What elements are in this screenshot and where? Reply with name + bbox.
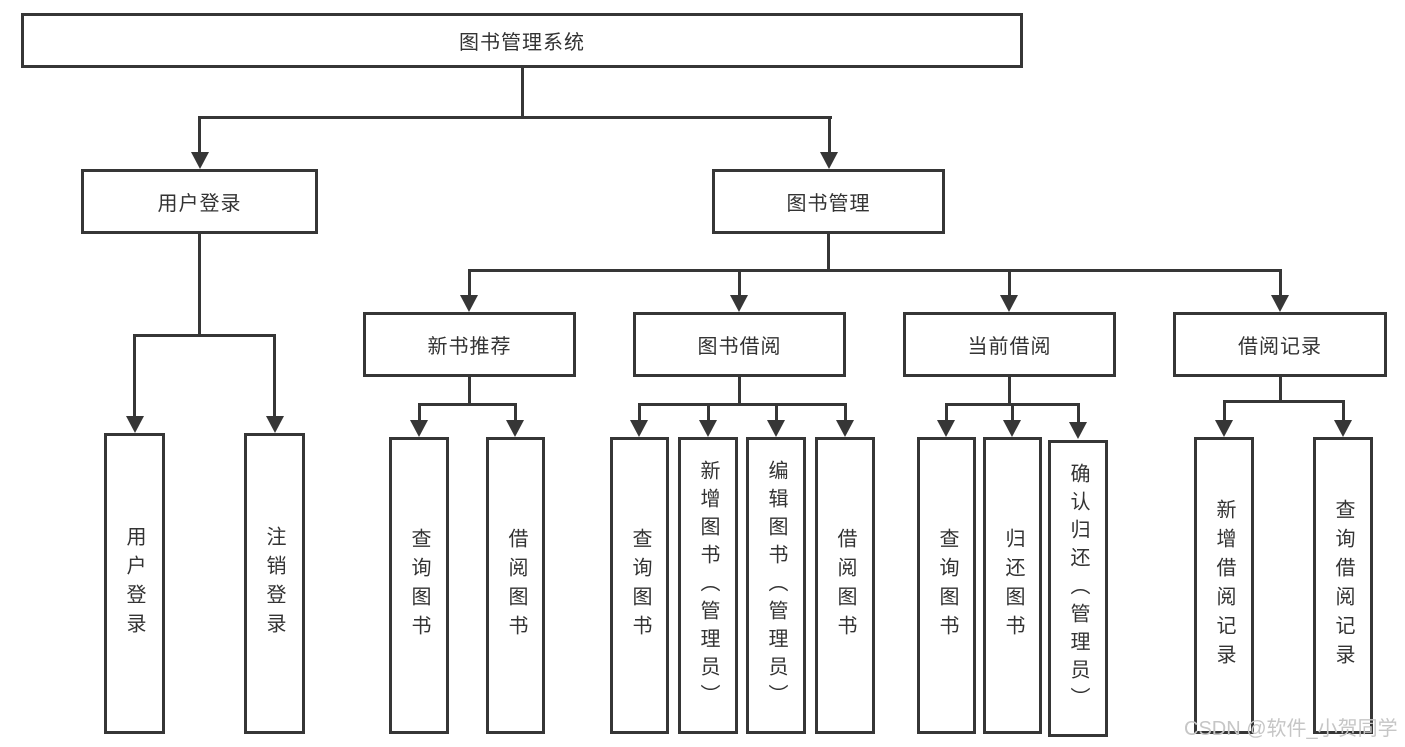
connector-stem (707, 403, 710, 422)
arrow-down-icon (699, 420, 717, 437)
node-new-book-recommend: 新书推荐 (363, 312, 576, 377)
leaf-label: 查询借阅记录 (1332, 498, 1354, 673)
arrow-down-icon (820, 152, 838, 169)
arrow-down-icon (836, 420, 854, 437)
node-query-books-recommend: 查询图书 (389, 437, 449, 734)
node-book-management: 图书管理 (712, 169, 945, 234)
connector-stem (844, 403, 847, 422)
node-logout: 注销登录 (244, 433, 305, 734)
connector-stem (945, 403, 948, 422)
connector-stem-current-borrow (1008, 269, 1011, 297)
connector-user-login-stem (198, 232, 201, 337)
connector-book-borrow-bus (638, 403, 847, 406)
connector-book-management-stem (827, 232, 830, 272)
connector-book-borrow-stem (738, 375, 741, 406)
node-return-books: 归还图书 (983, 437, 1042, 734)
node-query-books-current: 查询图书 (917, 437, 976, 734)
arrow-down-icon (730, 295, 748, 312)
arrow-down-icon (767, 420, 785, 437)
arrow-down-icon (1069, 422, 1087, 439)
connector-stem-logout (273, 334, 276, 417)
node-borrow-books: 借阅图书 (815, 437, 875, 734)
leaf-label: 新增借阅记录 (1213, 498, 1235, 673)
arrow-down-icon (937, 420, 955, 437)
connector-borrow-records-bus (1223, 400, 1345, 403)
connector-stem (1223, 400, 1226, 422)
leaf-label: 编辑图书（管理员） (765, 459, 787, 712)
arrow-down-icon (126, 416, 144, 433)
connector-stem (1342, 400, 1345, 422)
arrow-down-icon (191, 152, 209, 169)
leaf-label: 借阅图书 (834, 527, 856, 644)
connector-root-bus (198, 116, 832, 119)
arrow-down-icon (266, 416, 284, 433)
connector-stem (418, 403, 421, 422)
leaf-label: 用户登录 (123, 525, 145, 642)
leaf-label: 借阅图书 (505, 527, 527, 644)
leaf-label: 确认归还（管理员） (1067, 462, 1089, 715)
arrow-down-icon (1271, 295, 1289, 312)
node-add-books-admin: 新增图书（管理员） (678, 437, 738, 734)
connector-stem-book-borrow (738, 269, 741, 297)
connector-stem-login (133, 334, 136, 417)
connector-user-login-bus (133, 334, 276, 337)
leaf-label: 查询图书 (408, 527, 430, 644)
connector-book-management-bus (468, 269, 1282, 272)
arrow-down-icon (460, 295, 478, 312)
connector-stem-user-login (198, 116, 201, 154)
csdn-watermark: CSDN @软件_小贺同学 (1184, 718, 1398, 740)
connector-current-borrow-stem (1008, 375, 1011, 406)
node-add-borrow-record: 新增借阅记录 (1194, 437, 1254, 734)
node-borrow-records: 借阅记录 (1173, 312, 1387, 377)
node-book-borrow: 图书借阅 (633, 312, 846, 377)
leaf-label: 查询图书 (936, 527, 958, 644)
leaf-label: 注销登录 (263, 525, 285, 642)
node-query-borrow-record: 查询借阅记录 (1313, 437, 1373, 734)
connector-stem-new-book-recommend (468, 269, 471, 297)
node-confirm-return-admin: 确认归还（管理员） (1048, 440, 1108, 737)
arrow-down-icon (410, 420, 428, 437)
node-borrow-books-recommend: 借阅图书 (486, 437, 545, 734)
leaf-label: 归还图书 (1002, 527, 1024, 644)
connector-stem (638, 403, 641, 422)
connector-root-stem (521, 66, 524, 119)
arrow-down-icon (1215, 420, 1233, 437)
connector-stem (1077, 403, 1080, 423)
node-current-borrow: 当前借阅 (903, 312, 1116, 377)
connector-borrow-records-stem (1279, 375, 1282, 403)
connector-stem (1011, 403, 1014, 422)
arrow-down-icon (1003, 420, 1021, 437)
arrow-down-icon (1000, 295, 1018, 312)
node-query-books-borrow: 查询图书 (610, 437, 669, 734)
node-library-management-system: 图书管理系统 (21, 13, 1023, 68)
connector-stem (514, 403, 517, 422)
arrow-down-icon (630, 420, 648, 437)
connector-stem-book-management (828, 116, 831, 154)
arrow-down-icon (506, 420, 524, 437)
leaf-label: 新增图书（管理员） (697, 459, 719, 712)
connector-new-book-recommend-stem (468, 375, 471, 406)
connector-stem (775, 403, 778, 422)
connector-new-book-recommend-bus (418, 403, 517, 406)
arrow-down-icon (1334, 420, 1352, 437)
node-edit-books-admin: 编辑图书（管理员） (746, 437, 806, 734)
node-user-login-leaf: 用户登录 (104, 433, 165, 734)
node-user-login: 用户登录 (81, 169, 318, 234)
leaf-label: 查询图书 (629, 527, 651, 644)
connector-stem-borrow-records (1279, 269, 1282, 297)
